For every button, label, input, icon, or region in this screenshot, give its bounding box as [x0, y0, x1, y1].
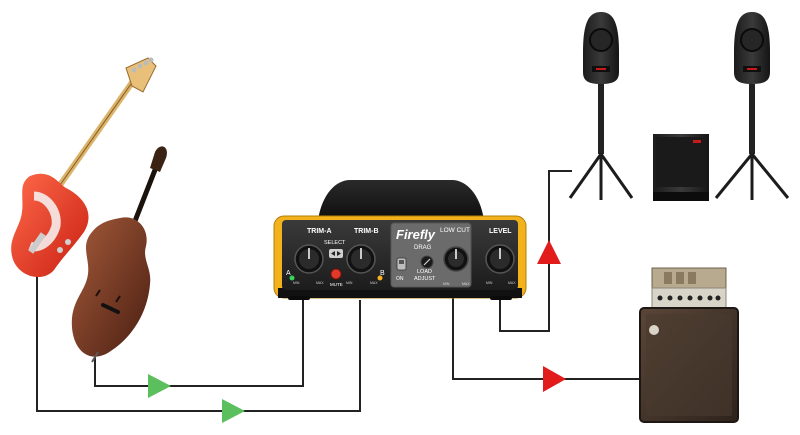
pa-speaker-right-image	[714, 12, 790, 200]
level-max-label: MAX	[508, 281, 516, 285]
trim-b-knob[interactable]	[346, 244, 376, 274]
channel-a-led	[289, 275, 295, 281]
pa-speaker-left-image	[568, 12, 634, 200]
cable-output-to-pa	[499, 170, 572, 332]
trim-a-label: TRIM-A	[307, 228, 332, 235]
cable-bass-guitar-to-trim-b	[36, 275, 361, 412]
channel-b-label: B	[380, 270, 385, 277]
cable-upright-bass-to-trim-a	[94, 300, 304, 387]
low-cut-knob[interactable]	[443, 246, 469, 272]
cables	[36, 170, 640, 412]
low-cut-min-label: MIN	[443, 282, 450, 286]
subwoofer-image	[653, 134, 709, 201]
bass-amp-image	[639, 267, 739, 423]
level-label: LEVEL	[489, 228, 512, 235]
select-label: SELECT	[324, 240, 346, 246]
on-label: ON	[396, 276, 404, 282]
channel-b-led	[377, 275, 383, 281]
select-switch[interactable]	[329, 249, 343, 258]
level-min-label: MIN	[486, 281, 493, 285]
drag-label: DRAG	[414, 245, 432, 251]
firefly-device: TRIM-A SELECT TRIM-B Firefly DRAG LOW CU…	[273, 180, 527, 300]
mute-label: MUTE	[330, 282, 343, 287]
trim-a-max-label: MAX	[316, 281, 324, 285]
trim-a-knob[interactable]	[294, 244, 324, 274]
drag-on-switch[interactable]	[396, 257, 407, 271]
output-arrow-amp	[543, 366, 566, 392]
electric-bass-guitar-image	[11, 57, 157, 278]
channel-a-label: A	[286, 270, 291, 277]
trim-a-min-label: MIN	[293, 281, 300, 285]
upright-bass-image	[71, 146, 167, 363]
mute-button[interactable]	[330, 268, 342, 280]
trim-b-max-label: MAX	[370, 281, 378, 285]
load-adjust-label-line2: ADJUST	[414, 276, 436, 282]
input-arrow-bass-guitar	[222, 399, 245, 423]
low-cut-max-label: MAX	[462, 282, 470, 286]
trim-b-label: TRIM-B	[354, 228, 379, 235]
low-cut-label: LOW CUT	[440, 227, 470, 234]
drag-knob[interactable]	[420, 255, 434, 269]
output-arrow-pa	[537, 240, 561, 264]
level-knob[interactable]	[485, 244, 515, 274]
input-arrow-upright-bass	[148, 374, 171, 398]
cable-output-to-amp	[452, 298, 640, 380]
brand-label: Firefly	[396, 227, 436, 242]
trim-b-min-label: MIN	[346, 281, 353, 285]
load-adjust-label-line1: LOAD	[417, 269, 432, 275]
